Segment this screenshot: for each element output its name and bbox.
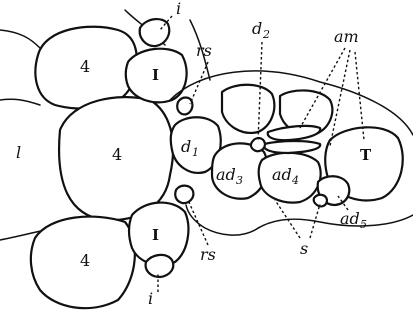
cell-i-bottom <box>144 253 175 279</box>
leader-am-2 <box>329 49 351 147</box>
leader-rs-bottom <box>187 199 209 246</box>
leader-rs-top <box>189 61 209 105</box>
label-4-top: 4 <box>80 57 90 76</box>
leader-i-top <box>159 15 173 31</box>
label-l: l <box>16 143 21 162</box>
cell-i-top <box>138 18 171 48</box>
label-ad3: ad <box>216 165 236 184</box>
network-line-left <box>0 98 41 106</box>
label-4-center: 4 <box>112 145 122 164</box>
label-d2: d <box>252 19 262 38</box>
label-s: s <box>300 239 308 258</box>
label-ad4-sub: 4 <box>291 174 299 187</box>
cell-upper-right-a <box>220 83 276 134</box>
label-ad5: ad <box>340 209 360 228</box>
label-d2-sub: 2 <box>262 28 270 41</box>
cell-4-center <box>58 96 175 222</box>
cell-am-1 <box>266 124 322 142</box>
cell-small-rs-top <box>176 96 194 116</box>
network-line-right-top <box>189 19 211 81</box>
leader-s-2 <box>309 203 321 239</box>
label-T: T <box>360 146 372 164</box>
leader-am-1 <box>299 47 346 129</box>
label-d1: d <box>181 137 191 156</box>
cell-I-top <box>124 47 188 104</box>
cell-small-s <box>312 193 329 208</box>
cell-I-bottom <box>127 201 190 267</box>
label-rs-bottom: rs <box>200 245 216 264</box>
label-i-top: i <box>176 0 181 18</box>
cell-4-bottom <box>29 215 136 310</box>
label-d1-sub: 1 <box>192 146 199 159</box>
label-rs-top: rs <box>196 41 212 60</box>
label-I-bottom: I <box>152 226 159 244</box>
label-ad5-sub: 5 <box>360 218 367 231</box>
label-I-top: I <box>152 66 159 84</box>
cell-d1 <box>169 116 222 174</box>
cell-am-2 <box>262 139 322 155</box>
leader-d2 <box>257 41 263 143</box>
cell-ad4 <box>257 151 322 204</box>
label-am: am <box>334 27 359 46</box>
epidermis-outline <box>169 70 413 236</box>
cell-small-d2 <box>249 137 267 153</box>
label-i-bottom: i <box>148 289 153 308</box>
network-line-top-left <box>0 29 41 49</box>
label-ad4: ad <box>272 165 292 184</box>
label-ad3-sub: 3 <box>236 174 243 187</box>
label-4-bottom: 4 <box>80 251 90 270</box>
cell-small-rs-bottom <box>174 184 195 205</box>
